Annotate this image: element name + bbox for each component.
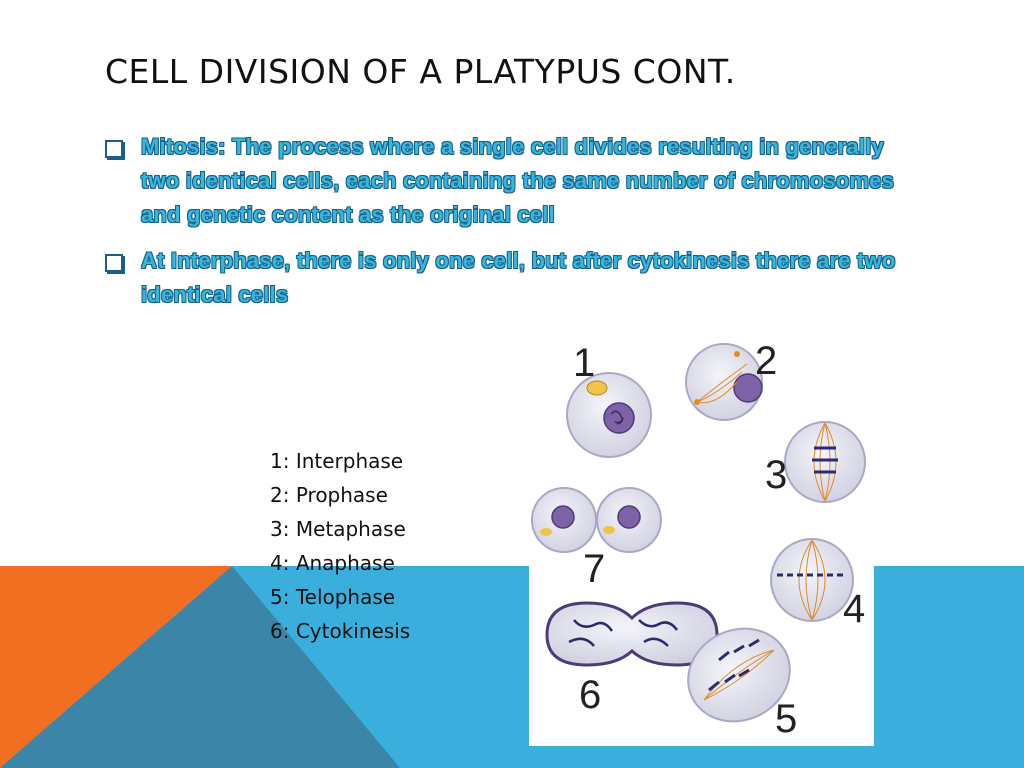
legend-item: 3: Metaphase [270, 517, 406, 541]
bullet-text: Mitosis: The process where a single cell… [141, 134, 895, 227]
bullet-item: Mitosis: The process where a single cell… [103, 130, 903, 232]
cell-metaphase: 3 [765, 421, 866, 503]
bullet-list: Mitosis: The process where a single cell… [103, 130, 903, 324]
dark-blue-triangle [0, 566, 400, 768]
cell-anaphase: 4 [770, 538, 865, 631]
checkbox-bullet-icon [105, 140, 123, 158]
slide-title: CELL DIVISION OF A PLATYPUS CONT. [105, 52, 736, 91]
figure-label: 3 [765, 453, 787, 497]
bullet-text: At Interphase, there is only one cell, b… [141, 248, 896, 307]
cell-daughters: 7 [531, 487, 662, 591]
phase-legend: 1: Interphase 2: Prophase 3: Metaphase 4… [270, 444, 410, 648]
mitosis-diagram: 1 2 3 [529, 330, 874, 746]
legend-item: 2: Prophase [270, 483, 388, 507]
mitosis-diagram-svg: 1 2 3 [531, 339, 866, 741]
legend-item: 4: Anaphase [270, 551, 395, 575]
figure-label: 1 [573, 341, 595, 385]
legend-item: 5: Telophase [270, 585, 396, 609]
figure-label: 4 [843, 587, 865, 631]
figure-label: 6 [579, 673, 601, 717]
legend-item: 6: Cytokinesis [270, 619, 411, 643]
figure-label: 2 [755, 339, 777, 383]
cell-interphase: 1 [566, 341, 652, 458]
bullet-item: At Interphase, there is only one cell, b… [103, 244, 903, 312]
legend-item: 1: Interphase [270, 449, 404, 473]
cell-prophase: 2 [685, 339, 777, 421]
checkbox-bullet-icon [105, 254, 123, 272]
figure-label: 7 [583, 547, 605, 591]
figure-label: 5 [775, 697, 797, 741]
cell-telophase: 5 [687, 627, 797, 741]
cell-cytokinesis: 6 [545, 601, 719, 717]
